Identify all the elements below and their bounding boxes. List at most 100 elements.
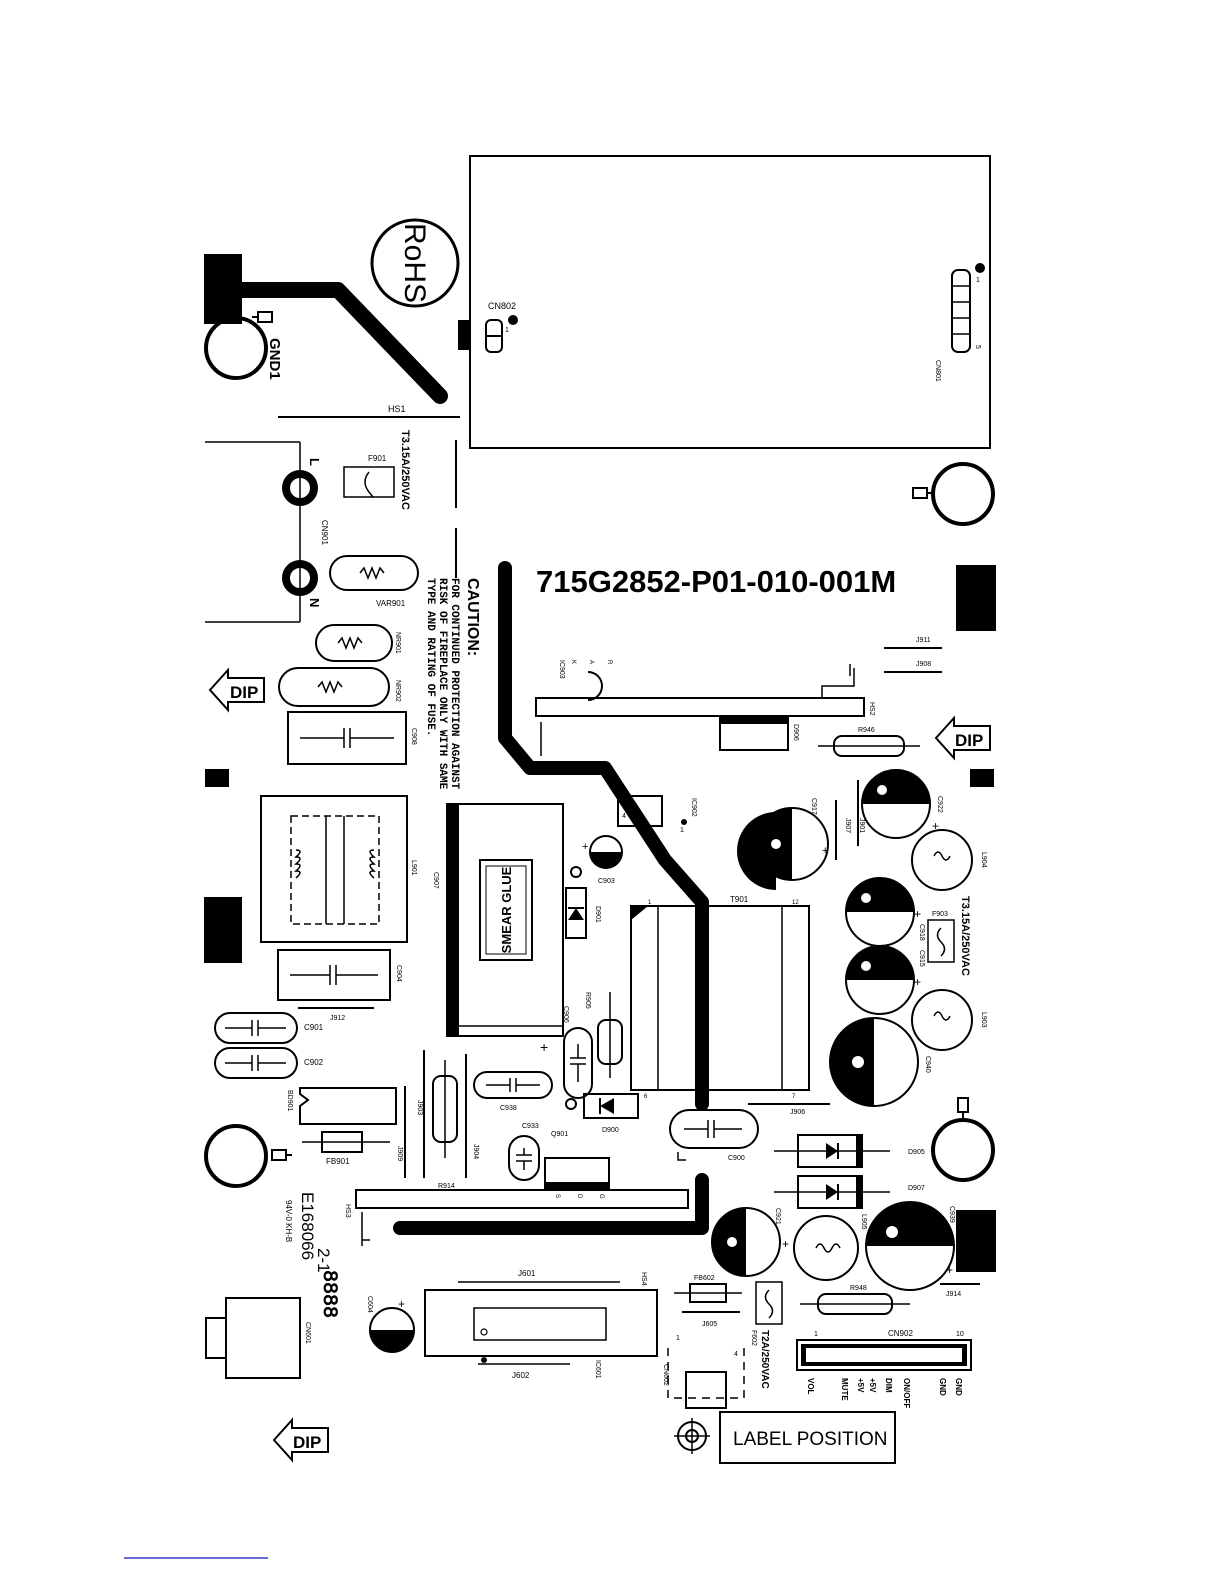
svg-text:D907: D907 [908, 1185, 925, 1192]
ic601-module: J601 HS4 IC601 J602 [424, 1269, 658, 1380]
svg-text:T2A/250VAC: T2A/250VAC [759, 1330, 770, 1389]
heatsink-hs2: HS2 [535, 664, 875, 756]
fuse-f901: F901 T3.15A/250VAC [343, 430, 411, 510]
connector-cn902: 1 CN902 10 VOL MUTE +5V +5V DIM ON/OFF G… [796, 1329, 972, 1408]
svg-text:C922: C922 [936, 796, 943, 813]
svg-text:C604: C604 [366, 1296, 373, 1313]
svg-text:K: K [570, 660, 576, 664]
svg-text:T3.15A/250VAC: T3.15A/250VAC [399, 430, 411, 510]
svg-text:DIM: DIM [884, 1378, 893, 1393]
inductor-l905: L905 [793, 1214, 867, 1281]
capacitor-c908: C908 [287, 711, 417, 765]
capacitor-c900: C900 [669, 1109, 759, 1162]
choke-l901: L901 [260, 795, 417, 943]
dip-arrow-bottom: DIP [272, 1417, 329, 1463]
mounting-screw-icon [252, 311, 969, 1161]
svg-text:CAUTION:: CAUTION: [464, 578, 481, 656]
diode-d907: D907 [774, 1175, 925, 1209]
svg-text:C933: C933 [522, 1123, 539, 1130]
resistor-r946: R946 [818, 727, 920, 757]
thermistor-nr902: NR902 [278, 667, 401, 707]
svg-text:L904: L904 [980, 852, 987, 868]
svg-text:J906: J906 [790, 1109, 805, 1116]
svg-text:IC601: IC601 [594, 1360, 601, 1379]
connector-cn602: 1 4 CN602 [662, 1335, 745, 1409]
label-position-box: LABEL POSITION [674, 1411, 896, 1464]
capacitor-c901: C901 [214, 1012, 324, 1044]
capacitor-c938: C938 [473, 1071, 553, 1112]
svg-text:VOL: VOL [806, 1378, 815, 1395]
svg-text:+: + [782, 1237, 789, 1251]
svg-text:C903: C903 [598, 878, 615, 885]
svg-text:D906: D906 [792, 724, 799, 741]
svg-text:+: + [540, 1039, 548, 1055]
diode-d901: D901 [565, 887, 601, 939]
svg-text:R914: R914 [438, 1183, 455, 1190]
svg-text:J912: J912 [330, 1015, 345, 1022]
capacitor-c915: + C915 [845, 945, 925, 1015]
svg-text:C918: C918 [918, 924, 925, 941]
svg-text:C907: C907 [432, 872, 439, 889]
svg-text:1: 1 [814, 1331, 818, 1338]
svg-text:CN901: CN901 [320, 520, 329, 545]
svg-text:CN601: CN601 [304, 1322, 311, 1344]
thermistor-nr901: NR901 [315, 624, 401, 662]
svg-text:C939: C939 [948, 1206, 955, 1223]
svg-text:J909: J909 [396, 1146, 403, 1161]
resistor-vertical [432, 1060, 458, 1158]
svg-text:1: 1 [976, 277, 980, 284]
cn801-connector [951, 269, 971, 353]
resistor-r948: R948 [800, 1285, 910, 1315]
capacitor-c921: + C921 [711, 1207, 789, 1277]
svg-text:4: 4 [622, 813, 626, 820]
svg-text:IC902: IC902 [690, 798, 697, 817]
svg-text:GND: GND [938, 1378, 947, 1396]
transformer-t901: T901 1 12 6 7 [630, 895, 810, 1100]
resistor-r905: R905 [584, 992, 623, 1078]
svg-text:IC903: IC903 [558, 660, 565, 679]
svg-text:4: 4 [734, 1351, 738, 1358]
svg-text:BD901: BD901 [286, 1090, 293, 1112]
svg-text:1: 1 [680, 827, 684, 834]
svg-text:J914: J914 [946, 1291, 961, 1298]
svg-text:C921: C921 [774, 1208, 781, 1225]
fiducial-blocks [204, 565, 996, 1272]
svg-text:DIP: DIP [955, 731, 983, 750]
svg-text:6: 6 [644, 1094, 648, 1100]
svg-text:1: 1 [505, 327, 509, 334]
svg-text:HS4: HS4 [640, 1272, 647, 1286]
svg-text:RoHS: RoHS [398, 223, 431, 303]
svg-text:C904: C904 [395, 965, 402, 982]
svg-text:+: + [914, 975, 921, 989]
mosfet-q901: Q901 S D G [544, 1131, 610, 1199]
svg-text:C940: C940 [924, 1056, 931, 1073]
dip-arrow-right: DIP [934, 715, 991, 761]
svg-text:1: 1 [648, 900, 652, 906]
svg-text:CN602: CN602 [662, 1364, 669, 1386]
svg-text:G: G [598, 1194, 604, 1199]
svg-text:7: 7 [792, 1094, 796, 1100]
svg-text:RISK OF FIREPLACE ONLY WITH SA: RISK OF FIREPLACE ONLY WITH SAME [436, 578, 448, 790]
inductor-l903: L903 [911, 989, 987, 1051]
svg-text:+: + [946, 1263, 953, 1277]
optocoupler-ic902: 4 IC902 1 [617, 795, 697, 834]
svg-text:ON/OFF: ON/OFF [902, 1378, 911, 1408]
svg-text:C906: C906 [562, 1006, 569, 1023]
board-part-number: 715G2852-P01-010-001M [536, 564, 896, 599]
fuse-f602: F602 T2A/250VAC [750, 1281, 783, 1389]
capacitor-c917: + C917 [737, 798, 829, 890]
certification-marks: E168066 2-1 94V-0 KH-B 8888 [284, 1192, 340, 1318]
svg-text:F901: F901 [368, 454, 387, 463]
svg-text:J911: J911 [916, 637, 931, 644]
svg-text:R948: R948 [850, 1285, 867, 1292]
capacitor-c922: + C922 [861, 769, 943, 839]
bridge-bd901: BD901 [286, 1087, 397, 1125]
capacitor-c903: + C903 [582, 835, 623, 885]
svg-text:1: 1 [676, 1335, 680, 1342]
dip-arrow-left: DIP [208, 667, 265, 713]
svg-text:HS1: HS1 [388, 404, 406, 414]
svg-text:GND: GND [954, 1378, 963, 1396]
diode-d906: D906 [719, 717, 799, 751]
heatsink-hs3: R914 HS3 [344, 1183, 689, 1246]
svg-text:+: + [822, 845, 828, 857]
